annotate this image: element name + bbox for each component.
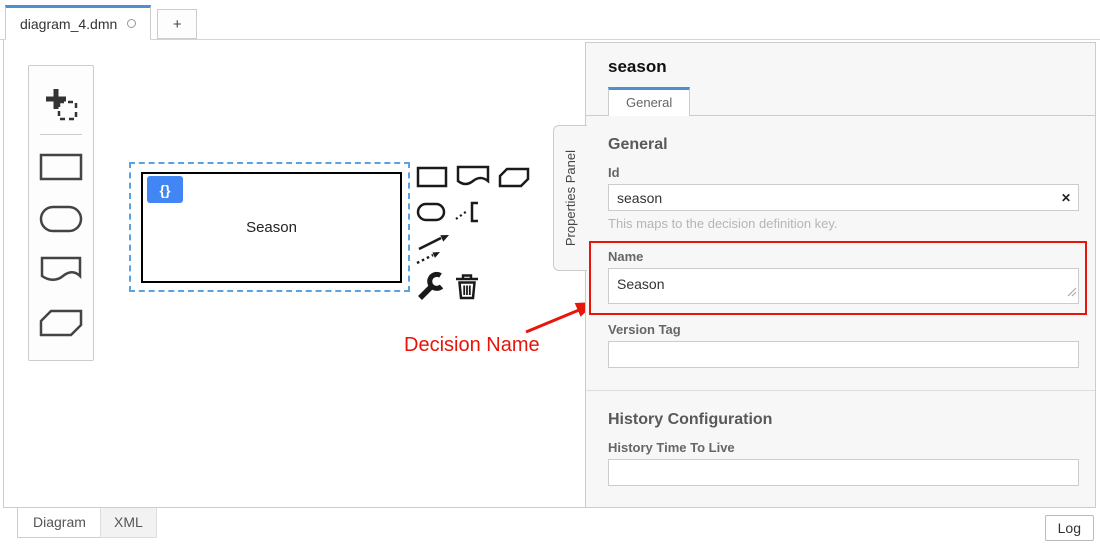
connect-tool-icon[interactable] — [416, 232, 452, 266]
create-knowledge-source-icon[interactable] — [29, 245, 93, 297]
append-input-data-icon[interactable] — [416, 202, 446, 222]
group-title-history-configuration: History Configuration — [608, 411, 773, 428]
append-text-annotation-icon[interactable] — [454, 200, 482, 224]
delete-trash-icon[interactable] — [454, 272, 480, 300]
properties-panel-toggle-label: Properties Panel — [563, 149, 578, 247]
name-field-highlight: Name Season — [589, 241, 1087, 315]
field-version-tag: Version Tag — [608, 322, 1079, 368]
properties-tab-row: General — [586, 87, 1095, 116]
name-label: Name — [608, 249, 644, 264]
file-tab-label: diagram_4.dmn — [20, 15, 118, 32]
create-input-data-icon[interactable] — [29, 193, 93, 245]
field-id: Id ✕ This maps to the decision definitio… — [608, 165, 1079, 231]
version-tag-label: Version Tag — [608, 322, 681, 337]
lasso-tool-icon[interactable] — [29, 78, 93, 130]
field-history-ttl: History Time To Live — [608, 440, 1079, 486]
properties-panel-toggle[interactable]: Properties Panel — [553, 125, 587, 271]
history-ttl-input[interactable] — [608, 459, 1079, 486]
log-button[interactable]: Log — [1044, 515, 1094, 541]
palette — [28, 65, 94, 361]
selected-element-title: season — [608, 57, 667, 76]
unsaved-indicator-icon[interactable] — [127, 19, 137, 28]
bottom-bar: Diagram XML Log — [0, 508, 1100, 548]
append-decision-icon[interactable] — [416, 166, 448, 188]
tab-diagram-4-dmn[interactable]: diagram_4.dmn — [5, 5, 152, 40]
append-knowledge-source-icon[interactable] — [456, 165, 490, 189]
create-decision-icon[interactable] — [29, 141, 93, 193]
id-input[interactable] — [608, 184, 1079, 211]
group-title-general: General — [608, 136, 668, 153]
change-type-wrench-icon[interactable] — [416, 271, 446, 301]
append-business-knowledge-model-icon[interactable] — [498, 167, 530, 188]
id-label: Id — [608, 165, 620, 180]
new-tab-button[interactable]: + — [157, 9, 198, 39]
version-tag-input[interactable] — [608, 341, 1079, 368]
create-business-knowledge-model-icon[interactable] — [29, 297, 93, 349]
properties-panel: season General General Id ✕ This maps to… — [585, 42, 1096, 508]
annotation-text: Decision Name — [404, 334, 540, 356]
tab-xml[interactable]: XML — [100, 508, 157, 538]
decision-shape-season[interactable]: {} Season — [141, 172, 402, 283]
decision-table-badge: {} — [147, 176, 183, 203]
clear-id-icon[interactable]: ✕ — [1060, 190, 1071, 205]
decision-label: Season — [246, 219, 297, 236]
context-pad — [416, 165, 532, 301]
palette-separator — [40, 134, 82, 135]
file-tab-bar: diagram_4.dmn + — [0, 0, 1100, 40]
history-ttl-label: History Time To Live — [608, 440, 735, 455]
name-textarea[interactable]: Season — [608, 268, 1079, 304]
tab-general[interactable]: General — [608, 87, 691, 116]
tab-diagram[interactable]: Diagram — [17, 508, 102, 538]
field-name: Name Season — [608, 249, 1079, 304]
diagram-canvas[interactable]: {} Season — [3, 40, 586, 508]
id-description: This maps to the decision definition key… — [608, 216, 838, 231]
group-divider — [586, 390, 1095, 391]
